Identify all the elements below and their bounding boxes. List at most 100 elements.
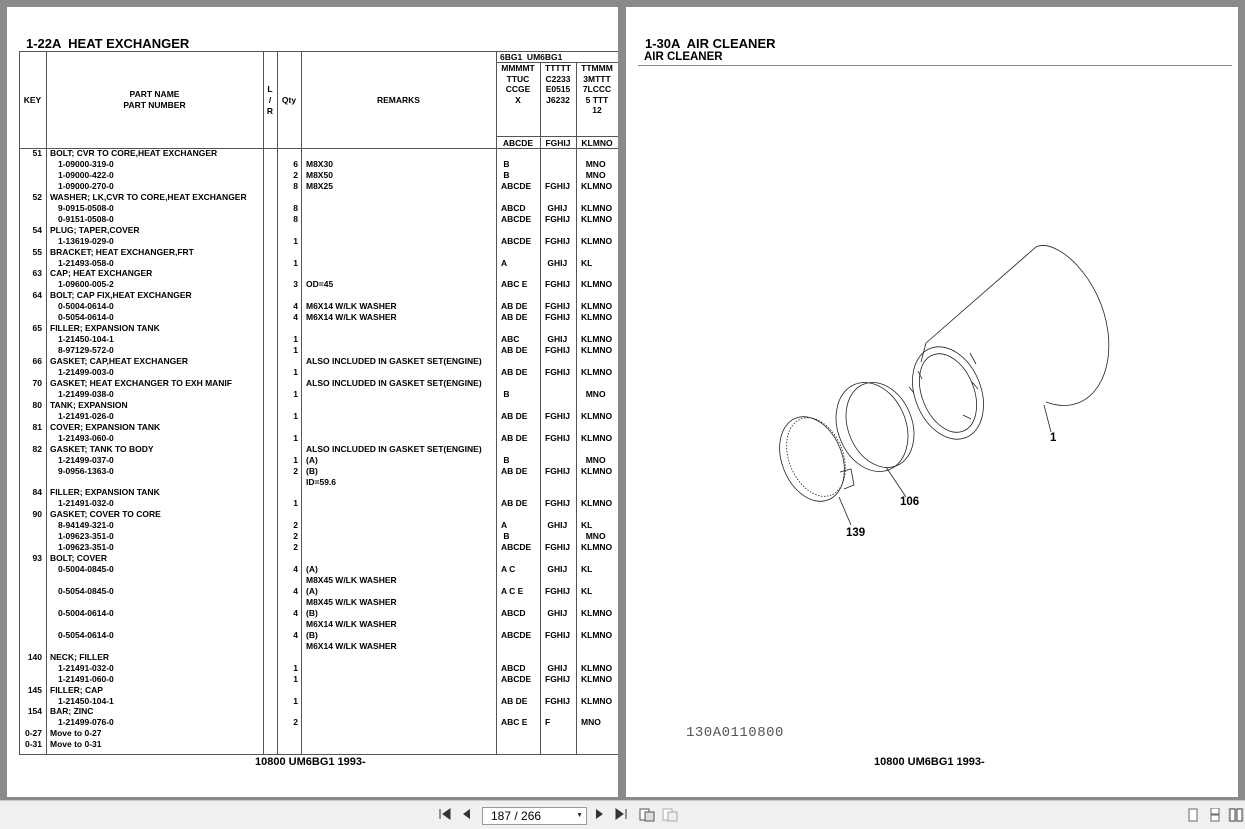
row-model-c: MNO xyxy=(581,158,606,169)
row-part: GASKET; COVER TO CORE xyxy=(50,509,161,520)
row-qty: 4 xyxy=(293,312,298,323)
row-model-b: GHIJ xyxy=(545,662,568,673)
two-page-view-icon[interactable] xyxy=(1228,808,1244,822)
row-model-b: F xyxy=(545,717,551,728)
row-model-c: MNO xyxy=(581,717,601,728)
row-part: 0-5054-0614-0 xyxy=(58,629,114,640)
last-page-icon[interactable] xyxy=(613,808,629,822)
row-remarks: M8X50 xyxy=(306,169,333,180)
header-group-a: ABCDE xyxy=(502,138,534,148)
row-model-c: KLMNO xyxy=(581,213,613,224)
row-model-c: KLMNO xyxy=(581,367,613,377)
row-remarks: ALSO INCLUDED IN GASKET SET(ENGINE) xyxy=(306,356,482,367)
row-model-a: A C xyxy=(501,564,516,575)
row-part: COVER; EXPANSION TANK xyxy=(50,421,161,432)
air-cleaner-diagram xyxy=(779,245,1110,526)
row-model-c: KL xyxy=(581,586,593,596)
row-qty: 1 xyxy=(293,454,298,465)
header-part-number: PART NUMBER xyxy=(123,100,186,110)
left-page: 1-22A HEAT EXCHANGER KEY PART NAME PART … xyxy=(7,7,618,797)
row-qty: 1 xyxy=(293,235,298,246)
row-part: 1-09000-319-0 xyxy=(58,158,114,169)
row-qty: 2 xyxy=(293,542,298,553)
fit-page-icon[interactable] xyxy=(639,808,655,822)
header-group-c: KLMNO xyxy=(581,138,613,148)
row-part: 0-5004-0614-0 xyxy=(58,301,114,312)
row-model-c: MNO xyxy=(581,531,606,542)
row-model-c: KL xyxy=(581,564,593,575)
row-qty: 6 xyxy=(293,158,298,169)
row-model-a: AB DE xyxy=(501,312,528,323)
row-key: 64 xyxy=(32,290,42,301)
row-part: 1-09600-005-2 xyxy=(58,279,114,290)
row-model-b: FGHIJ xyxy=(545,213,571,224)
header-lr-r: R xyxy=(266,106,274,116)
single-page-view-icon[interactable] xyxy=(1185,808,1201,822)
chevron-down-icon[interactable]: ▼ xyxy=(576,812,583,819)
row-qty: 1 xyxy=(293,432,298,443)
air-cleaner-body xyxy=(925,245,1110,406)
row-part: 1-21499-003-0 xyxy=(58,367,114,377)
row-key: 82 xyxy=(32,443,42,454)
row-remarks: (A) xyxy=(306,454,318,465)
row-part: 1-09623-351-0 xyxy=(58,542,114,553)
row-remarks: (B) xyxy=(306,465,318,476)
row-key: 63 xyxy=(32,268,42,279)
continuous-view-icon[interactable] xyxy=(1207,807,1223,822)
row-model-a: AB DE xyxy=(501,498,528,509)
row-model-a: A xyxy=(501,257,508,268)
page-title: 1-22A HEAT EXCHANGER xyxy=(26,36,190,51)
row-key: 0-31 xyxy=(24,739,42,750)
row-part: GASKET; CAP,HEAT EXCHANGER xyxy=(50,356,189,367)
row-model-c: KLMNO xyxy=(581,235,613,246)
row-model-a: B xyxy=(501,454,510,465)
row-part: PLUG; TAPER,COVER xyxy=(50,224,140,235)
page-indicator: 187 / 266 xyxy=(491,809,542,823)
callout-1: 1 xyxy=(1050,432,1057,444)
header-model-title: 6BG1 UM6BG1 xyxy=(500,52,563,62)
row-part: 1-21491-032-0 xyxy=(58,662,114,673)
row-qty: 1 xyxy=(293,345,298,356)
row-remarks: M8X25 xyxy=(306,180,333,191)
header-group-b: FGHIJ xyxy=(545,138,571,148)
row-qty: 8 xyxy=(293,213,298,224)
row-remarks: M6X14 W/LK WASHER xyxy=(306,312,397,323)
row-part: BRACKET; HEAT EXCHANGER,FRT xyxy=(50,246,194,257)
table-row: ID=59.6 xyxy=(7,477,618,488)
row-part: 9-0915-0508-0 xyxy=(58,202,114,213)
row-model-c: KLMNO xyxy=(581,334,613,345)
row-model-c: KLMNO xyxy=(581,607,613,618)
row-model-b: GHIJ xyxy=(545,257,568,268)
row-key: 66 xyxy=(32,356,42,367)
row-qty: 4 xyxy=(293,607,298,618)
row-model-b: FGHIJ xyxy=(545,542,571,553)
next-page-icon[interactable] xyxy=(591,808,607,822)
row-key: 84 xyxy=(32,487,42,498)
row-part: 0-5054-0845-0 xyxy=(58,586,114,596)
row-model-a: ABCD xyxy=(501,662,526,673)
row-qty: 8 xyxy=(293,180,298,191)
row-model-a: ABCDE xyxy=(501,180,532,191)
row-part: NECK; FILLER xyxy=(50,651,110,662)
first-page-icon[interactable] xyxy=(437,808,453,822)
fit-width-icon[interactable] xyxy=(662,808,678,822)
row-qty: 2 xyxy=(293,531,298,542)
prev-page-icon[interactable] xyxy=(459,808,475,822)
row-part: FILLER; EXPANSION TANK xyxy=(50,487,160,498)
row-qty: 1 xyxy=(293,367,298,377)
row-model-a: B xyxy=(501,388,510,399)
row-model-c: KLMNO xyxy=(581,345,613,356)
page-number-field[interactable]: 187 / 266 ▼ xyxy=(482,807,587,825)
row-model-b: FGHIJ xyxy=(545,367,571,377)
row-part: 0-9151-0508-0 xyxy=(58,213,114,224)
row-part: 1-21493-058-0 xyxy=(58,257,114,268)
